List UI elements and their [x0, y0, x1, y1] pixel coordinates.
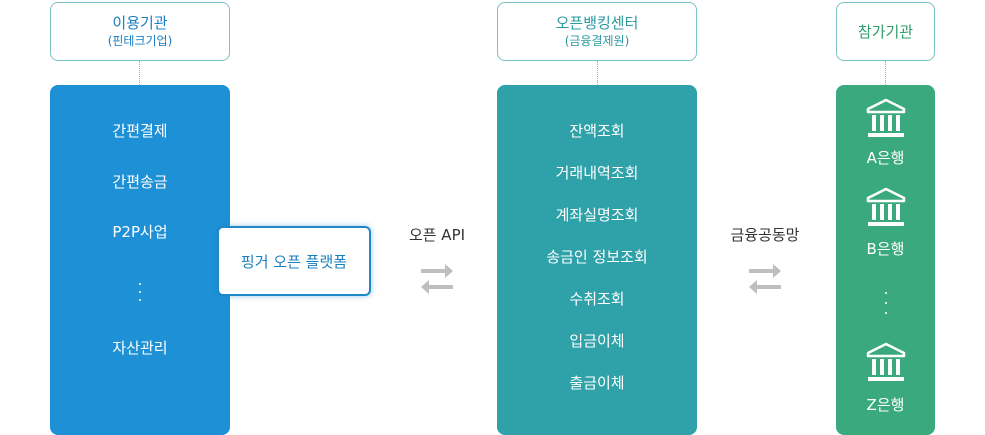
- open-api-label: 오픈 API: [408, 226, 466, 244]
- bank-building-icon: [866, 187, 905, 226]
- finger-open-platform-box: 핑거 오픈 플랫폼: [217, 226, 371, 296]
- center-item-withdrawal: 출금이체: [569, 374, 625, 392]
- user-org-header: 이용기관 (핀테크기업): [50, 2, 230, 61]
- platform-label: 핑거 오픈 플랫폼: [240, 252, 348, 271]
- bank-building-icon: [866, 98, 905, 137]
- participant-more-dots: [884, 292, 887, 314]
- user-item-p2p: P2P사업: [112, 223, 168, 241]
- user-item-asset-mgmt: 자산관리: [112, 339, 168, 357]
- participant-title: 참가기관: [857, 22, 914, 41]
- bank-z-label: Z은행: [866, 396, 905, 414]
- center-item-deposit: 입금이체: [569, 332, 625, 350]
- swap-arrows-icon-left: [421, 264, 453, 294]
- bank-building-icon: [866, 342, 905, 381]
- financial-network-label: 금융공동망: [730, 226, 800, 244]
- participant-connector-line: [885, 61, 886, 85]
- participant-header: 참가기관: [836, 2, 935, 61]
- bank-a-label: A은행: [866, 149, 905, 167]
- user-item-simple-payment: 간편결제: [112, 122, 168, 140]
- user-org-panel: 간편결제 간편송금 P2P사업 자산관리: [50, 85, 230, 435]
- user-org-title: 이용기관: [112, 14, 168, 32]
- user-org-connector-line: [139, 61, 140, 85]
- participant-panel: A은행 B은행 Z은행: [836, 85, 935, 435]
- open-banking-center-panel: 잔액조회 거래내역조회 계좌실명조회 송금인 정보조회 수취조회 입금이체 출금…: [497, 85, 697, 435]
- center-item-balance: 잔액조회: [569, 122, 625, 140]
- open-banking-center-header: 오픈뱅킹센터 (금융결제원): [497, 2, 697, 61]
- center-item-account-verify: 계좌실명조회: [555, 206, 639, 224]
- user-item-simple-transfer: 간편송금: [112, 173, 168, 191]
- center-item-sender-info: 송금인 정보조회: [546, 248, 648, 266]
- user-more-dots: [139, 283, 141, 301]
- center-subtitle: (금융결제원): [564, 34, 630, 48]
- center-item-transactions: 거래내역조회: [555, 164, 639, 182]
- center-connector-line: [597, 61, 598, 85]
- center-item-recipient: 수취조회: [569, 290, 625, 308]
- user-org-subtitle: (핀테크기업): [107, 34, 173, 48]
- bank-b-label: B은행: [866, 240, 905, 258]
- swap-arrows-icon-right: [749, 264, 781, 294]
- center-title: 오픈뱅킹센터: [555, 14, 639, 32]
